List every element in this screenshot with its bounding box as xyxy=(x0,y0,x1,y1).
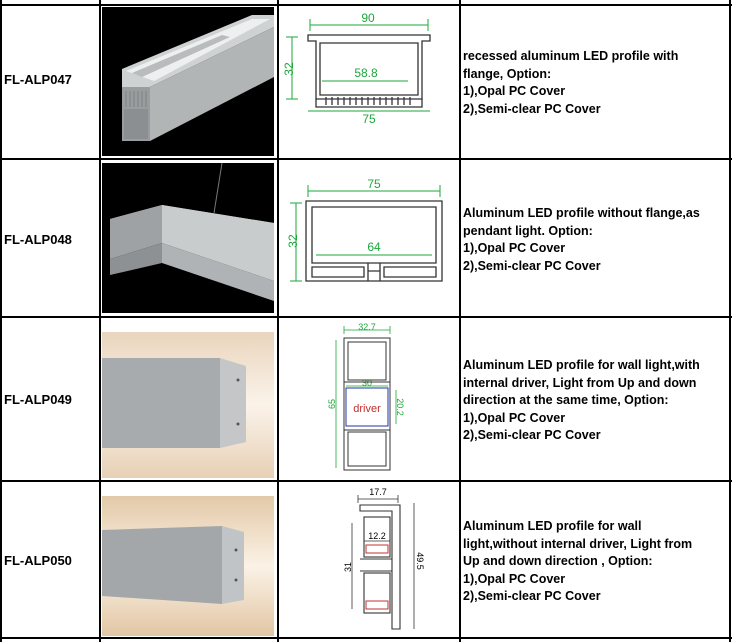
profile-drawing: 32.7 65 30 20.2 driver xyxy=(280,320,457,478)
dim-inner: 12.2 xyxy=(368,531,386,541)
model-code: FL-ALP050 xyxy=(4,553,72,568)
column-border xyxy=(277,0,279,642)
row-border xyxy=(0,158,732,160)
driver-label: driver xyxy=(353,403,381,415)
product-description: Aluminum LED profile for wall light,with… xyxy=(463,519,693,603)
dim-width: 32.7 xyxy=(358,322,376,332)
product-photo xyxy=(102,7,274,156)
dim-height: 32 xyxy=(282,62,296,76)
product-photo xyxy=(102,496,274,636)
product-photo xyxy=(102,163,274,313)
model-code: FL-ALP047 xyxy=(4,72,72,87)
profile-drawing: 17.7 12.2 31 49.5 xyxy=(280,483,457,635)
row-border xyxy=(0,480,732,482)
product-photo xyxy=(102,332,274,478)
row-border xyxy=(0,316,732,318)
product-description: Aluminum LED profile for wall light,with… xyxy=(463,358,700,442)
profile-drawing: 75 32 64 xyxy=(280,163,457,313)
dim-width: 90 xyxy=(361,11,375,25)
dim-inner-width: 30 xyxy=(362,378,372,388)
dim-inner: 64 xyxy=(367,240,381,254)
dim-height: 65 xyxy=(327,399,337,409)
profile-drawing: 90 32 58.8 75 xyxy=(280,7,457,156)
dim-height: 32 xyxy=(286,234,300,248)
dim-total: 49.5 xyxy=(415,552,425,570)
row-border xyxy=(0,4,732,6)
dim-inner-height: 20.2 xyxy=(395,398,405,416)
column-border xyxy=(729,0,731,642)
column-border xyxy=(99,0,101,642)
dim-width: 17.7 xyxy=(369,487,387,497)
model-code: FL-ALP049 xyxy=(4,392,72,407)
dim-height: 31 xyxy=(343,562,353,572)
row-border xyxy=(0,637,732,639)
column-border xyxy=(459,0,461,642)
product-description: Aluminum LED profile without flange,as p… xyxy=(463,206,700,273)
dim-width: 75 xyxy=(367,177,381,191)
product-description: recessed aluminum LED profile with flang… xyxy=(463,49,679,116)
model-code: FL-ALP048 xyxy=(4,232,72,247)
column-border xyxy=(0,0,2,642)
dim-inner: 58.8 xyxy=(354,66,378,80)
dim-bottom: 75 xyxy=(362,112,376,126)
